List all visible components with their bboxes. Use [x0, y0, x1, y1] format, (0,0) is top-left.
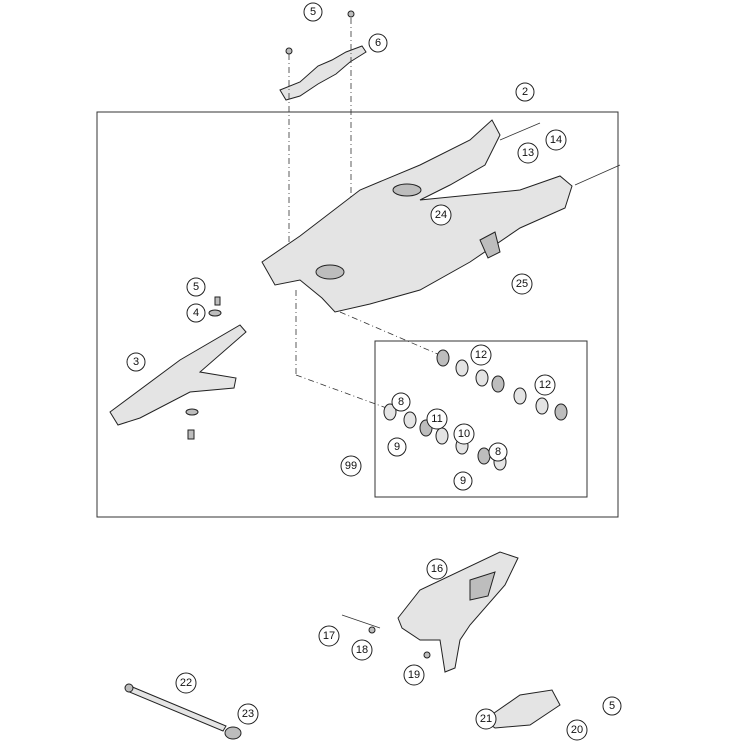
- callout-number: 12: [475, 349, 487, 361]
- callout-number: 6: [375, 37, 381, 49]
- callout-number: 2: [522, 86, 528, 98]
- callout-number: 13: [522, 147, 534, 159]
- callout-number: 24: [435, 209, 447, 221]
- callout-23: 23: [237, 703, 259, 725]
- chain-guide: [397, 551, 561, 729]
- callout-number: 18: [356, 644, 368, 656]
- callout-number: 11: [431, 413, 442, 425]
- bearing-ring: [477, 447, 491, 465]
- callout-number: 21: [480, 713, 492, 725]
- callout-number: 5: [193, 281, 199, 293]
- callout-number: 10: [458, 428, 470, 440]
- callout-number: 9: [460, 475, 466, 487]
- callout-number: 3: [133, 356, 139, 368]
- callout-17: 17: [318, 625, 340, 647]
- callout-number: 8: [398, 396, 404, 408]
- swingarm-assembly-frame: [96, 111, 619, 518]
- callout-number: 9: [394, 441, 400, 453]
- callout-number: 5: [310, 6, 316, 18]
- bearing-ring: [403, 411, 417, 429]
- callout-number: 4: [193, 307, 199, 319]
- callout-9: 9: [453, 471, 473, 491]
- callout-2: 2: [515, 82, 535, 102]
- bearing-ring: [513, 387, 527, 405]
- callout-12: 12: [470, 344, 492, 366]
- callout-5: 5: [303, 2, 323, 22]
- bearing-ring: [435, 427, 449, 445]
- callout-18: 18: [351, 639, 373, 661]
- callout-8: 8: [391, 392, 411, 412]
- callout-6: 6: [368, 33, 388, 53]
- swingarm: [261, 119, 573, 313]
- callout-number: 22: [180, 677, 192, 689]
- bearing-ring: [436, 349, 450, 367]
- callout-12: 12: [534, 374, 556, 396]
- callout-number: 14: [550, 134, 562, 146]
- callout-9: 9: [387, 437, 407, 457]
- callout-19: 19: [403, 664, 425, 686]
- callout-24: 24: [430, 204, 452, 226]
- bearing-ring: [491, 375, 505, 393]
- callout-4: 4: [186, 303, 206, 323]
- callout-5: 5: [602, 696, 622, 716]
- callout-20: 20: [566, 719, 588, 741]
- callout-99: 99: [340, 455, 362, 477]
- callout-number: 16: [431, 563, 443, 575]
- callout-8: 8: [488, 442, 508, 462]
- callout-14: 14: [545, 129, 567, 151]
- callout-number: 99: [345, 460, 357, 472]
- callout-13: 13: [517, 142, 539, 164]
- callout-number: 20: [571, 724, 583, 736]
- callout-number: 25: [516, 278, 528, 290]
- callout-number: 8: [495, 446, 501, 458]
- callout-11: 11: [426, 408, 448, 430]
- bearing-ring: [554, 403, 568, 421]
- callout-number: 17: [323, 630, 335, 642]
- bearing-parts: [383, 349, 568, 471]
- chain-slider: [109, 296, 247, 440]
- callout-number: 19: [408, 669, 420, 681]
- callout-number: 12: [539, 379, 551, 391]
- callout-3: 3: [126, 352, 146, 372]
- callout-number: 5: [609, 700, 615, 712]
- bearing-kit-frame: [374, 340, 588, 498]
- callout-number: 23: [242, 708, 254, 720]
- bearing-ring: [455, 359, 469, 377]
- callout-22: 22: [175, 672, 197, 694]
- chain-slider-top: [279, 10, 367, 101]
- callout-5: 5: [186, 277, 206, 297]
- callout-21: 21: [475, 708, 497, 730]
- bearing-ring: [475, 369, 489, 387]
- bearing-ring: [535, 397, 549, 415]
- callout-25: 25: [511, 273, 533, 295]
- bearing-ring: [383, 403, 397, 421]
- callout-16: 16: [426, 558, 448, 580]
- swingarm-pivot-axle: [124, 683, 242, 740]
- callout-10: 10: [453, 423, 475, 445]
